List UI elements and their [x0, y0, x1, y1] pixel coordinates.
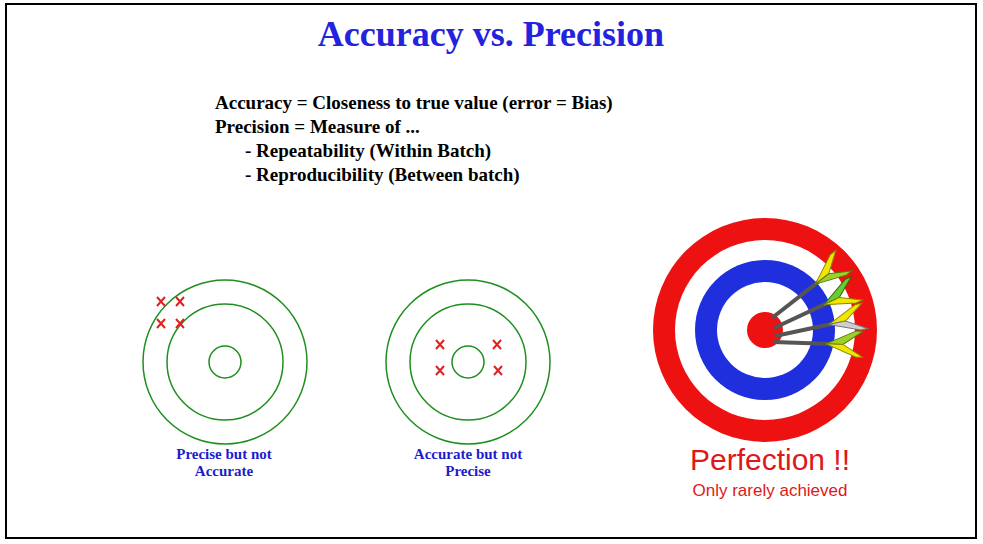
- definition-line: Accuracy = Closeness to true value (erro…: [215, 92, 613, 114]
- definition-item: - Reproducibility (Between batch): [245, 164, 520, 186]
- hit-marks: [436, 340, 502, 375]
- target-caption: Perfection !!: [690, 443, 850, 478]
- hit-marks: [157, 297, 184, 328]
- slide-title: Accuracy vs. Precision: [318, 14, 664, 55]
- target-inaccurate: [386, 280, 550, 444]
- definition-line: Precision = Measure of ...: [215, 116, 420, 138]
- slide-frame: [6, 4, 976, 538]
- dartboard: [653, 218, 877, 442]
- target-caption: Precise but not Accurate: [149, 446, 299, 481]
- target-caption: Accurate but not Precise: [393, 446, 543, 481]
- definition-item: - Repeatability (Within Batch): [245, 140, 491, 162]
- target-note: Only rarely achieved: [693, 481, 848, 501]
- darts: [763, 250, 867, 357]
- target-imprecise: [143, 280, 307, 444]
